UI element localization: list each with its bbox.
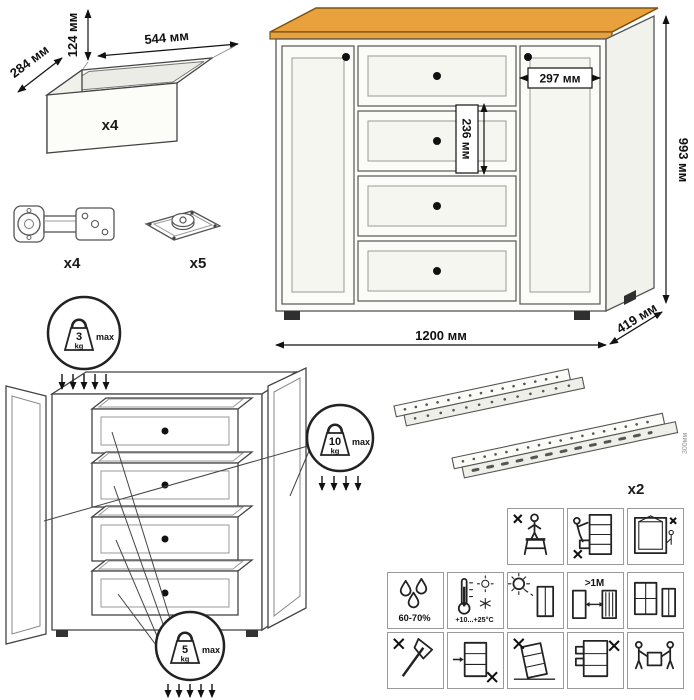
sunlight-icon [507, 572, 564, 629]
load-arrows-door [318, 476, 362, 491]
open-drawer [90, 505, 254, 562]
no-climbing-icon [567, 508, 624, 565]
drawer-box-count: x4 [102, 117, 119, 134]
dresser-front-diagram: 993 мм 1200 мм 419 мм 297 мм 236 мм [269, 7, 691, 349]
temperature-icon: +10...+25°C [447, 572, 504, 629]
hardware-diagram: x4 x5 [13, 205, 222, 272]
drawer-knob [433, 137, 441, 145]
load-limits-diagram: 3 kg max 10 kg max [5, 295, 375, 698]
humidity-icon: 60-70% [387, 572, 444, 629]
drawer-box-height-label: 124 мм [65, 13, 80, 58]
drawer-box-depth-label: 284 мм [7, 42, 52, 81]
load-arrows-top [58, 374, 110, 390]
dresser-foot [284, 311, 300, 320]
temperature-label: +10...+25°C [455, 616, 493, 624]
no-push-icon [447, 632, 504, 689]
drawer-box-width-label: 544 мм [144, 28, 190, 47]
slide-rail [393, 368, 586, 427]
load-value: 3 [76, 331, 82, 343]
slide-length-label: 300мм [682, 433, 689, 454]
drawer-front [357, 110, 517, 172]
load-unit: kg [181, 655, 190, 664]
load-max: max [202, 645, 220, 655]
dresser-side-panel [605, 14, 655, 313]
load-limit-drawer-badge: 5 kg max [154, 610, 226, 682]
dresser-foot [624, 290, 636, 305]
drawer-slides-diagram: 300мм x2 [393, 368, 689, 498]
weight-icon [176, 631, 194, 642]
no-sharp-tools-icon [387, 632, 444, 689]
load-max: max [96, 332, 114, 342]
drawer-box-diagram: x4 124 мм 544 мм 284 мм [7, 9, 239, 155]
drawer-front [357, 175, 517, 237]
load-value: 5 [182, 644, 188, 656]
open-drawer [90, 397, 254, 454]
door-knob [342, 53, 350, 61]
door-knob [524, 53, 532, 61]
dresser-height-label: 993 мм [676, 138, 691, 183]
load-unit: kg [75, 342, 84, 351]
right-door [519, 45, 601, 305]
load-limit-top-badge: 3 kg max [46, 295, 122, 371]
drawer-box-illustration: x4 [44, 57, 215, 155]
dresser-dimensions: 993 мм 1200 мм 419 мм 297 мм 236 мм [275, 15, 691, 349]
distance-label: >1M [585, 578, 604, 589]
hinge-illustration [13, 205, 115, 243]
humidity-label: 60-70% [398, 613, 431, 623]
ventilation-icon [627, 572, 684, 629]
dresser-foot [574, 311, 590, 320]
heat-distance-icon: >1M [567, 572, 624, 629]
dresser-width-label: 1200 мм [415, 328, 467, 343]
load-limit-door-badge: 10 kg max [305, 403, 375, 473]
weight-icon [70, 318, 88, 329]
dresser-top-board [269, 7, 659, 33]
hinge-count: x4 [64, 255, 81, 272]
load-value: 10 [329, 436, 341, 448]
drawer-front [357, 45, 517, 107]
drawer-knob [433, 202, 441, 210]
load-arrows-drawer [164, 684, 216, 698]
load-unit: kg [331, 447, 340, 456]
drawer-knob [433, 267, 441, 275]
foot-illustration [144, 210, 222, 241]
open-drawer [90, 451, 254, 508]
weight-icon [326, 423, 344, 434]
drawer-knob [433, 72, 441, 80]
no-standing-icon [507, 508, 564, 565]
window-safety-icon [627, 508, 684, 565]
door-width-label: 297 мм [539, 72, 580, 86]
drawer-height-label: 236 мм [460, 118, 474, 159]
foot-count: x5 [190, 255, 207, 272]
leader-lines [43, 431, 310, 646]
open-left-door [5, 385, 47, 645]
two-person-carry-icon [627, 632, 684, 689]
no-open-drawers-icon [567, 632, 624, 689]
slide-rail [451, 412, 679, 479]
left-door [281, 45, 355, 305]
open-right-door [267, 366, 307, 630]
no-tilt-icon [507, 632, 564, 689]
open-drawer [90, 559, 254, 616]
load-max: max [352, 437, 370, 447]
drawer-front [357, 240, 517, 302]
slide-count: x2 [628, 481, 645, 498]
